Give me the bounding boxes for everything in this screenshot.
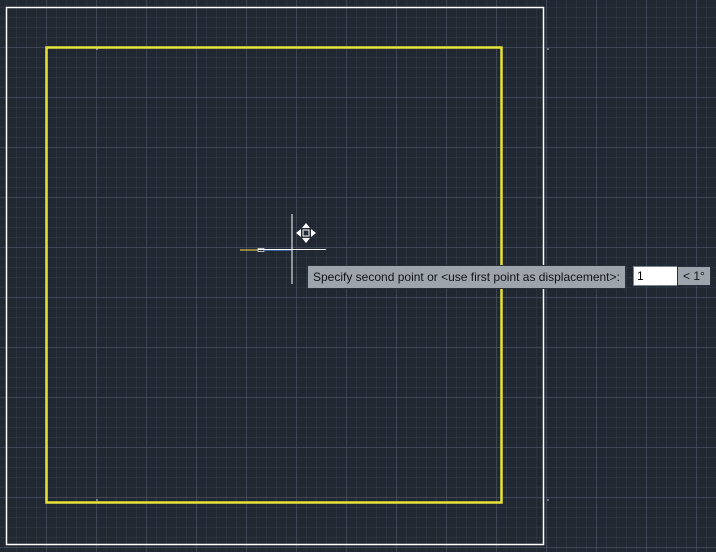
move-grip-icon [296, 223, 316, 243]
command-prompt-tooltip: Specify second point or <use first point… [307, 265, 626, 289]
corner-marker [547, 48, 549, 50]
distance-input[interactable] [633, 266, 679, 286]
crosshair-icon [258, 214, 326, 284]
corner-marker [96, 499, 98, 501]
angle-field[interactable]: < 1° [677, 266, 711, 286]
corner-marker [547, 499, 549, 501]
angle-label: < 1° [683, 269, 705, 283]
prompt-text: Specify second point or <use first point… [313, 270, 620, 284]
corner-marker [96, 48, 98, 50]
